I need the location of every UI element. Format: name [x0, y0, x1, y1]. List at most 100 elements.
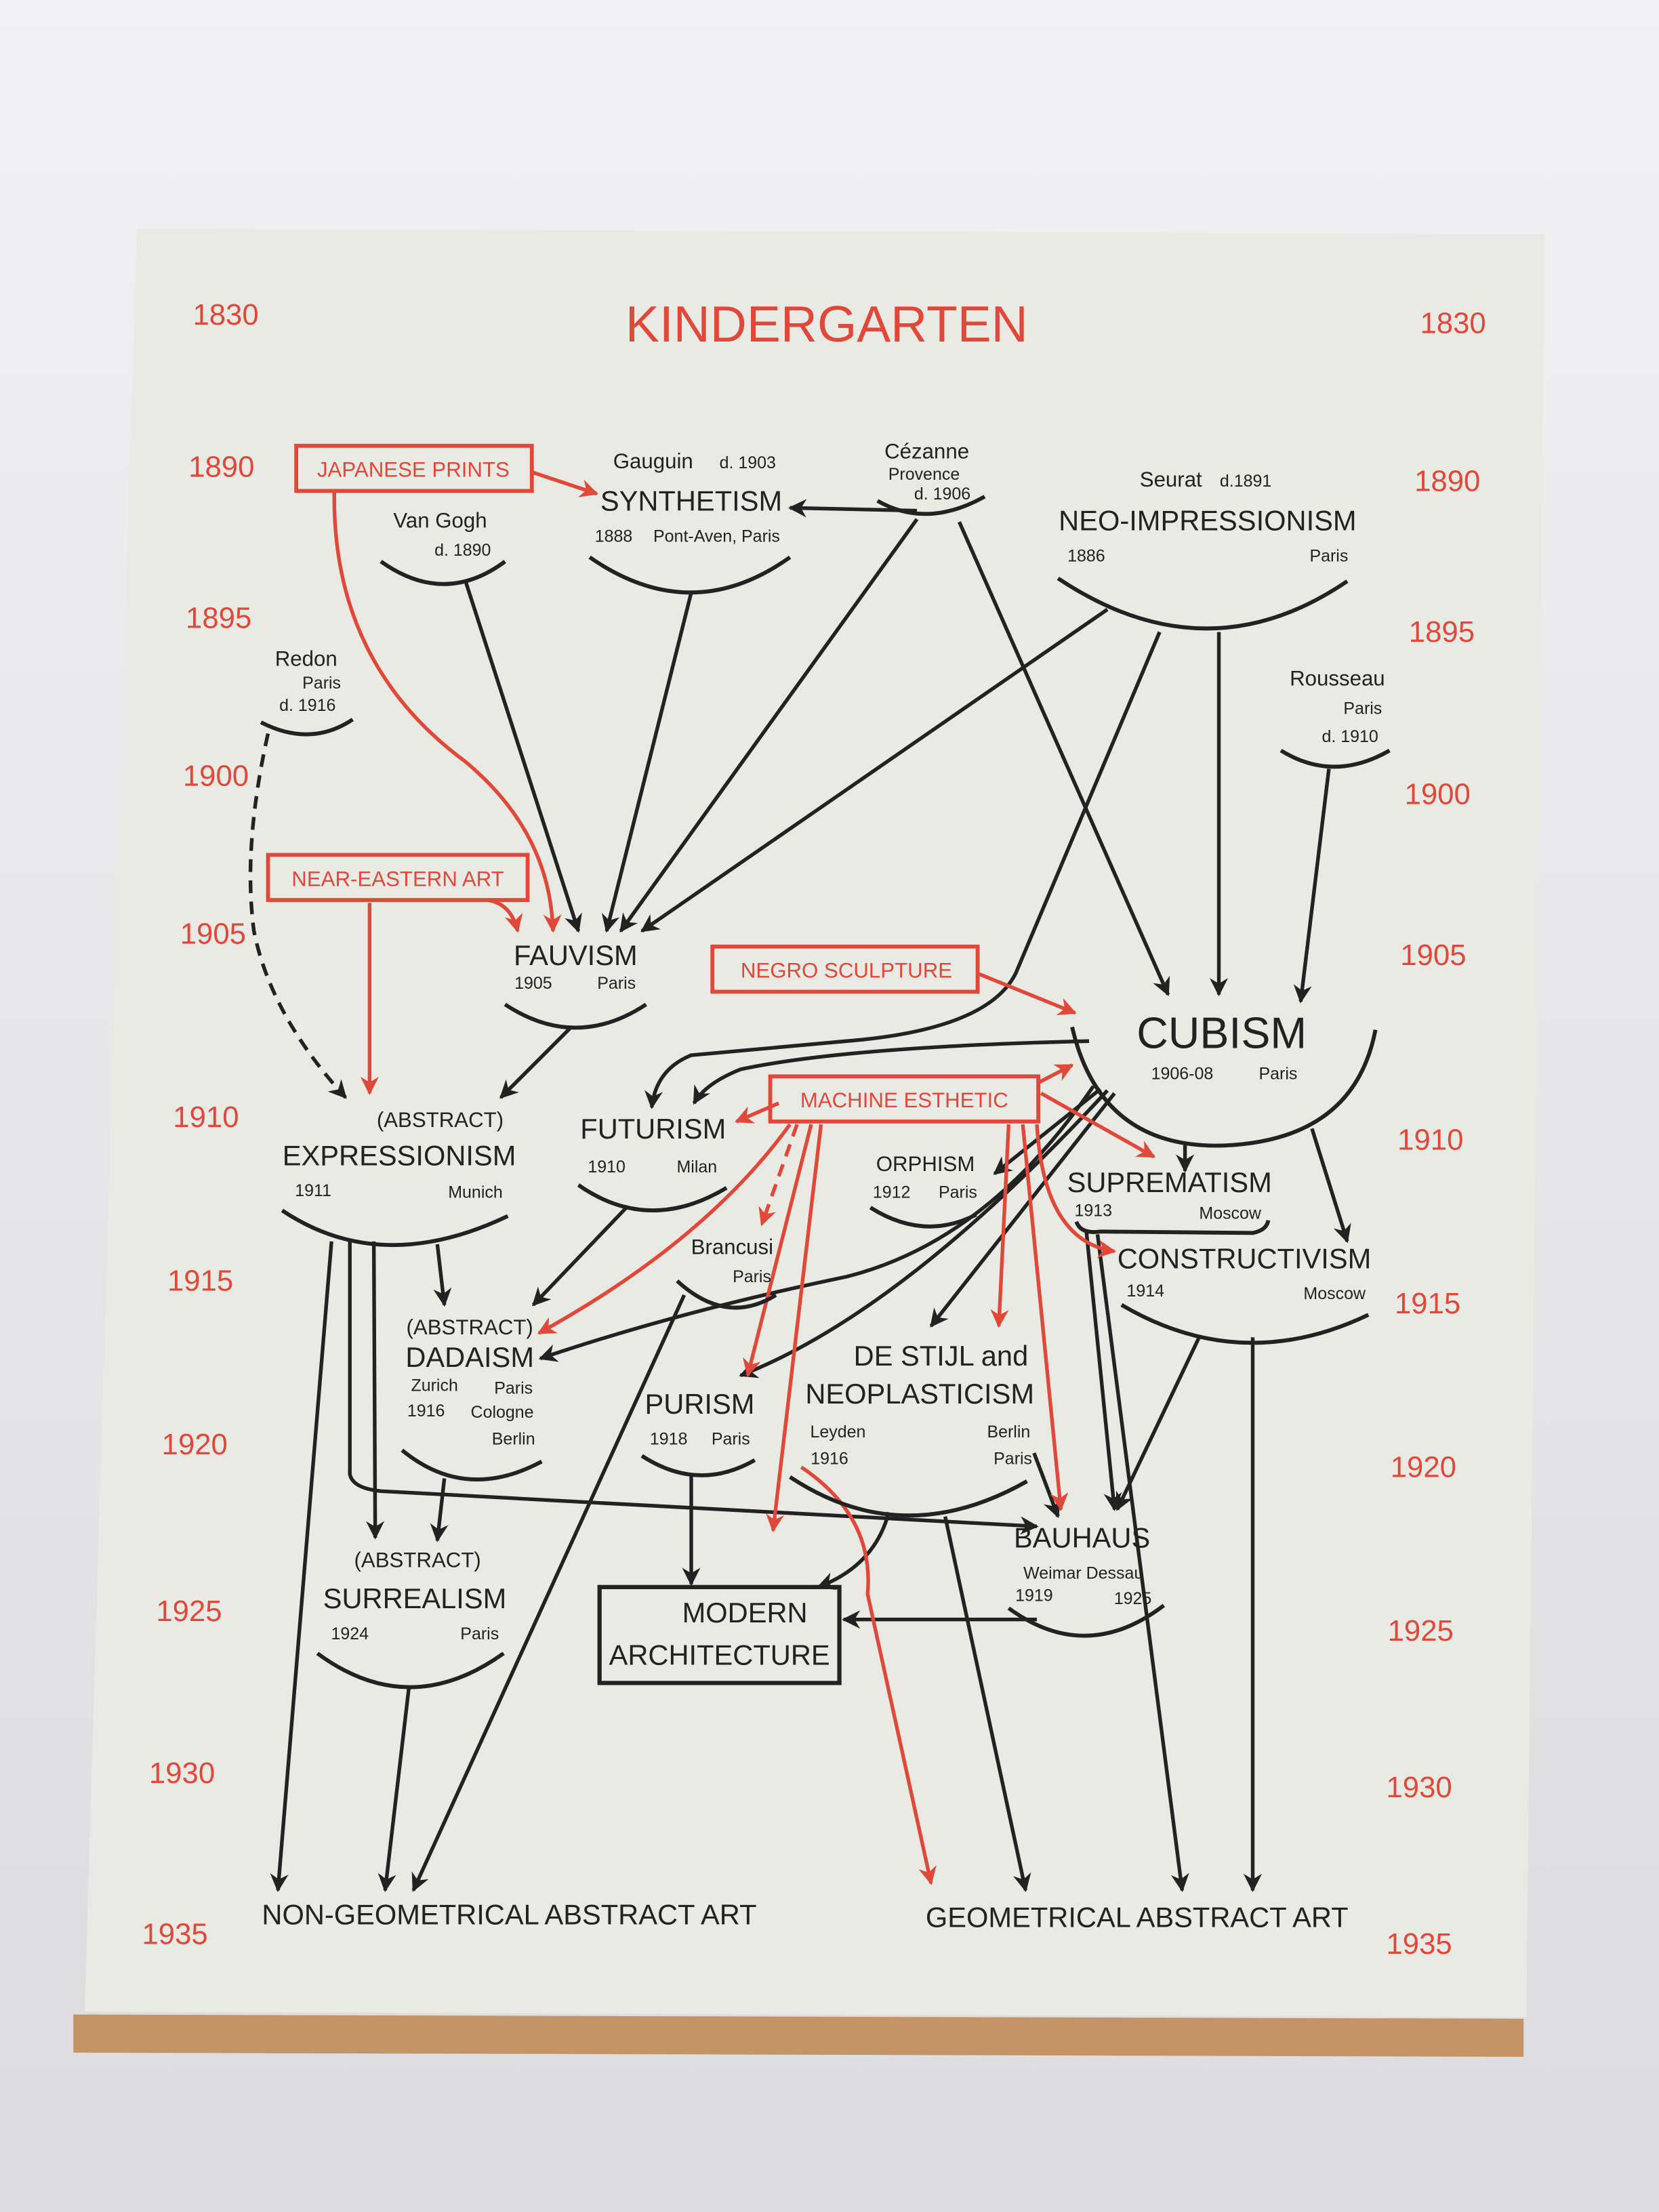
outcome-non-geometrical: NON-GEOMETRICAL ABSTRACT ART: [262, 1898, 756, 1930]
artist-death: d. 1910: [1322, 727, 1378, 746]
movement-date: 1906-08: [1151, 1064, 1214, 1083]
artist-name: Redon: [275, 647, 337, 671]
movement-place: Paris: [939, 1183, 977, 1202]
movement-name: SURREALISM: [323, 1582, 507, 1614]
outcome-geometrical: GEOMETRICAL ABSTRACT ART: [926, 1902, 1349, 1933]
movement-name: NEOPLASTICISM: [805, 1378, 1034, 1410]
year-label: 1935: [1387, 1927, 1452, 1961]
artist-name: Seurat: [1140, 468, 1202, 491]
movement-place: Paris: [994, 1450, 1032, 1469]
artist-seurat: Seurat d.1891: [1140, 468, 1272, 491]
artist-brancusi: Brancusi Paris: [676, 1235, 777, 1310]
artist-death: d. 1916: [279, 696, 335, 715]
movement-date: 1919: [1015, 1586, 1053, 1605]
movement-place: Paris: [1309, 546, 1348, 565]
year-label: 1925: [1388, 1614, 1454, 1647]
movement-name: DADAISM: [405, 1341, 534, 1373]
movement-place: Weimar Dessau: [1023, 1563, 1143, 1582]
artist-name: Brancusi: [691, 1235, 773, 1259]
movement-date: 1911: [295, 1181, 331, 1200]
movement-place: Zurich: [411, 1376, 457, 1395]
movement-date: 1916: [811, 1450, 848, 1469]
movement-place: Berlin: [492, 1430, 535, 1449]
movement-date: 1888: [595, 527, 633, 546]
movement-date: 1925: [1114, 1589, 1152, 1608]
year-label: 1830: [1420, 306, 1486, 340]
influence-arrows-black: [248, 499, 1351, 1893]
movement-date: 1914: [1127, 1282, 1165, 1300]
movement-date: 1924: [331, 1624, 369, 1643]
movement-place: Moscow: [1199, 1204, 1262, 1223]
influence-japanese-prints: JAPANESE PRINTS: [294, 443, 534, 493]
year-label: 1920: [162, 1428, 228, 1461]
artist-place: Provence: [888, 465, 960, 484]
movement-date: 1918: [650, 1430, 688, 1449]
movement-prefix: (ABSTRACT): [407, 1315, 533, 1339]
artist-death: d. 1906: [914, 485, 970, 504]
movement-place: Paris: [460, 1624, 499, 1643]
year-label: 1890: [188, 451, 254, 484]
movement-bauhaus: BAUHAUS Weimar Dessau 1919 1925: [1007, 1522, 1166, 1638]
influence-machine-esthetic: MACHINE ESTHETIC: [768, 1074, 1040, 1124]
movement-fauvism: FAUVISM 1905 Paris: [504, 939, 647, 1030]
movement-name: MODERN: [682, 1597, 808, 1629]
artist-name: Van Gogh: [393, 509, 487, 533]
movement-name: CUBISM: [1136, 1009, 1307, 1058]
year-axis-left: 1830 1890 1895 1900 1905 1910 1915 1920 …: [142, 298, 259, 1951]
movement-purism: PURISM 1918 Paris: [640, 1388, 756, 1477]
movement-name: NEO-IMPRESSIONISM: [1059, 505, 1356, 537]
movement-name: ORPHISM: [876, 1152, 975, 1176]
year-label: 1830: [192, 298, 258, 331]
movement-place: Paris: [597, 974, 636, 993]
movement-name: FAUVISM: [514, 939, 638, 971]
influence-label: NEAR-EASTERN ART: [291, 867, 504, 890]
year-label: 1915: [167, 1265, 233, 1298]
movement-place: Berlin: [987, 1422, 1030, 1441]
year-label: 1910: [1397, 1124, 1463, 1157]
year-label: 1915: [1395, 1287, 1460, 1320]
movement-place: Milan: [676, 1158, 717, 1176]
movement-surrealism: (ABSTRACT) SURREALISM 1924 Paris: [316, 1549, 507, 1689]
artist-gauguin: Gauguin d. 1903: [613, 449, 776, 473]
artist-place: Paris: [1343, 699, 1382, 718]
movement-place: Paris: [712, 1430, 750, 1449]
movement-place: Munich: [448, 1183, 503, 1202]
influence-negro-sculpture: NEGRO SCULPTURE: [710, 944, 980, 994]
year-label: 1905: [1400, 939, 1466, 972]
year-label: 1935: [142, 1917, 208, 1950]
movement-suprematism: SUPREMATISM 1913 Moscow: [1067, 1166, 1272, 1235]
influence-label: NEGRO SCULPTURE: [741, 959, 952, 983]
year-label: 1930: [1387, 1771, 1452, 1804]
movement-place: Pont-Aven, Paris: [653, 527, 780, 546]
influence-arrows-red: [332, 470, 1156, 1885]
movement-neo-impressionism: NEO-IMPRESSIONISM 1886 Paris: [1057, 505, 1357, 631]
movement-dadaism: (ABSTRACT) DADAISM Zurich Paris 1916 Col…: [401, 1315, 543, 1482]
movement-name: FUTURISM: [580, 1113, 726, 1145]
year-label: 1930: [149, 1757, 215, 1790]
movement-name: DE STIJL and: [854, 1340, 1029, 1372]
year-axis-right: 1830 1890 1895 1900 1905 1910 1915 1920 …: [1387, 306, 1486, 1961]
artist-death: d.1891: [1220, 472, 1271, 491]
movement-orphism: ORPHISM 1912 Paris: [869, 1152, 977, 1229]
movement-place: Leyden: [811, 1422, 866, 1441]
artist-place: Paris: [302, 674, 341, 693]
year-label: 1900: [183, 759, 249, 792]
movement-date: 1910: [588, 1158, 626, 1176]
artist-van-gogh: Van Gogh d. 1890: [380, 509, 506, 586]
movement-de-stijl: DE STIJL and NEOPLASTICISM Leyden 1916 B…: [789, 1340, 1034, 1518]
artist-place: Paris: [733, 1267, 771, 1286]
movement-name: ARCHITECTURE: [609, 1639, 830, 1671]
movement-name: CONSTRUCTIVISM: [1118, 1242, 1372, 1274]
influence-label: JAPANESE PRINTS: [317, 458, 510, 482]
artist-death: d. 1890: [434, 541, 491, 560]
movement-date: 1913: [1074, 1201, 1112, 1220]
movement-futurism: FUTURISM 1910 Milan: [577, 1113, 728, 1212]
artist-cezanne: Cézanne Provence d. 1906: [876, 440, 986, 516]
movement-place: Cologne: [471, 1403, 534, 1422]
movement-date: 1886: [1067, 546, 1105, 565]
year-label: 1905: [180, 918, 246, 951]
movement-place: Moscow: [1303, 1284, 1366, 1303]
movement-constructivism: CONSTRUCTIVISM 1914 Moscow: [1118, 1242, 1372, 1345]
movement-date: 1912: [873, 1183, 911, 1202]
